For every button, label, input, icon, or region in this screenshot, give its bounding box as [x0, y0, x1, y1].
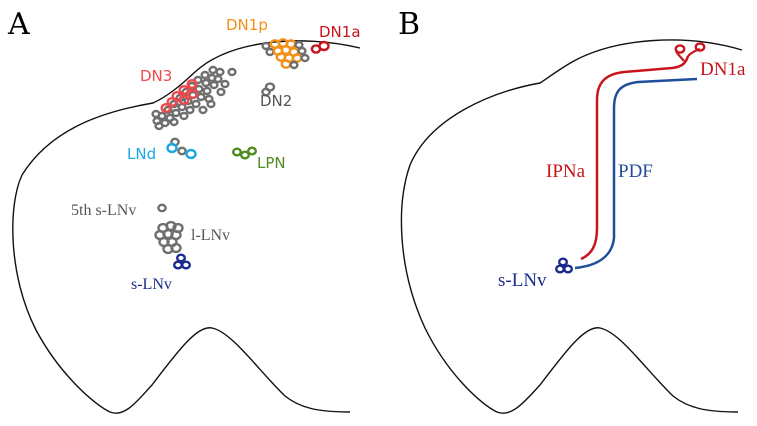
cell-dn3-grey: [206, 99, 216, 109]
cell-l-lnv: [170, 242, 182, 254]
cell-s-lnv: [555, 264, 566, 274]
panel-b-brain-outline: [400, 39, 743, 414]
label-s-lnv: s-LNv: [131, 276, 172, 293]
label-dn2: DN2: [260, 92, 292, 110]
s-lnv-cells: [172, 253, 191, 270]
l-lnv-cells: [154, 220, 184, 255]
cell-dn1a: [310, 44, 322, 54]
ipna-projection: [580, 55, 690, 261]
cell-lnd-grey: [177, 146, 187, 156]
pdf-projection: [574, 77, 698, 270]
cell-dn3-grey: [202, 86, 212, 96]
s-lnv-cells-b: [555, 257, 574, 274]
cell-lnd: [166, 142, 178, 154]
cell-dn3-grey: [220, 79, 230, 89]
cell-dn1a: [694, 42, 706, 52]
lnd-cells: [166, 137, 197, 160]
label-l-lnv: l-LNv: [191, 227, 230, 244]
dn1p-cells: [261, 38, 310, 70]
label-lnd: LNd: [127, 145, 156, 163]
dn2-cells: [261, 82, 276, 97]
cell-dn3-grey: [169, 99, 179, 109]
cell-dn1p-grey: [297, 46, 307, 56]
cell-dn3-grey: [213, 74, 223, 84]
cell-dn3-grey: [196, 92, 206, 102]
cell-s-lnv: [558, 257, 569, 267]
cell-dn1p-grey: [261, 41, 271, 51]
cell-dn3-grey: [185, 105, 195, 115]
cell-fifth-s-lnv: [157, 203, 167, 213]
cell-dn1p: [280, 59, 292, 69]
lpn-cells: [231, 146, 257, 160]
dn1a-cells-b: [674, 42, 706, 54]
dn1a-cells: [310, 40, 330, 54]
label-s-lnv-b: s-LNv: [498, 270, 547, 291]
label-ipna: IPNa: [546, 161, 586, 182]
cell-dn3-grey: [209, 80, 219, 90]
label-dn1p: DN1p: [226, 16, 268, 34]
cell-dn3-grey: [154, 121, 164, 131]
cell-dn3: [178, 95, 190, 105]
cell-dn3-grey: [194, 84, 204, 94]
cell-dn3-grey: [201, 78, 211, 88]
label-dn3: DN3: [140, 67, 172, 85]
label-pdf: PDF: [618, 161, 653, 182]
cell-lpn: [246, 146, 257, 156]
cell-dn3-grey: [169, 117, 179, 127]
panel-a-brain-outline: [12, 40, 361, 414]
panel-a-letter: A: [7, 7, 30, 42]
cell-dn3-grey: [208, 65, 218, 75]
panel-b-letter: B: [398, 7, 420, 42]
cell-lpn: [239, 150, 250, 160]
cell-dn3-grey: [179, 111, 189, 121]
cell-dn3: [186, 79, 198, 89]
cell-s-lnv: [180, 260, 191, 270]
cell-dn3-grey: [151, 109, 161, 119]
label-dn1a-b: DN1a: [700, 59, 746, 80]
cell-lpn: [231, 147, 242, 157]
cell-dn2: [261, 87, 271, 97]
label-lpn: LPN: [257, 154, 286, 172]
label-fifth-s-lnv: 5th s-LNv: [71, 202, 136, 219]
cell-dn1a: [674, 44, 686, 54]
cell-dn3: [178, 85, 190, 95]
cell-dn3-grey: [215, 67, 225, 77]
dn3-red-cells: [160, 79, 199, 113]
cell-s-lnv: [563, 264, 574, 274]
label-dn1a: DN1a: [319, 23, 361, 41]
panel-a: A: [7, 7, 361, 414]
cell-dn3-grey: [171, 108, 181, 118]
cell-dn3: [166, 97, 178, 107]
cell-dn1p-grey: [289, 60, 299, 70]
cell-dn3-grey: [163, 105, 173, 115]
cell-s-lnv: [172, 260, 183, 270]
cell-dn1p-grey: [265, 47, 275, 57]
cell-dn3-grey: [227, 67, 237, 77]
cell-dn1p-grey: [300, 53, 310, 63]
cell-dn3-grey: [198, 105, 208, 115]
panel-b: B DN1a IPNa PDF s-LNv: [398, 7, 746, 414]
cell-dn3: [160, 103, 172, 113]
cell-s-lnv: [175, 253, 186, 263]
cell-dn3-grey: [216, 87, 226, 97]
cell-dn3: [187, 89, 199, 99]
cell-dn3-grey: [191, 99, 201, 109]
cell-lnd: [185, 148, 197, 160]
cell-dn3-grey: [200, 70, 210, 80]
